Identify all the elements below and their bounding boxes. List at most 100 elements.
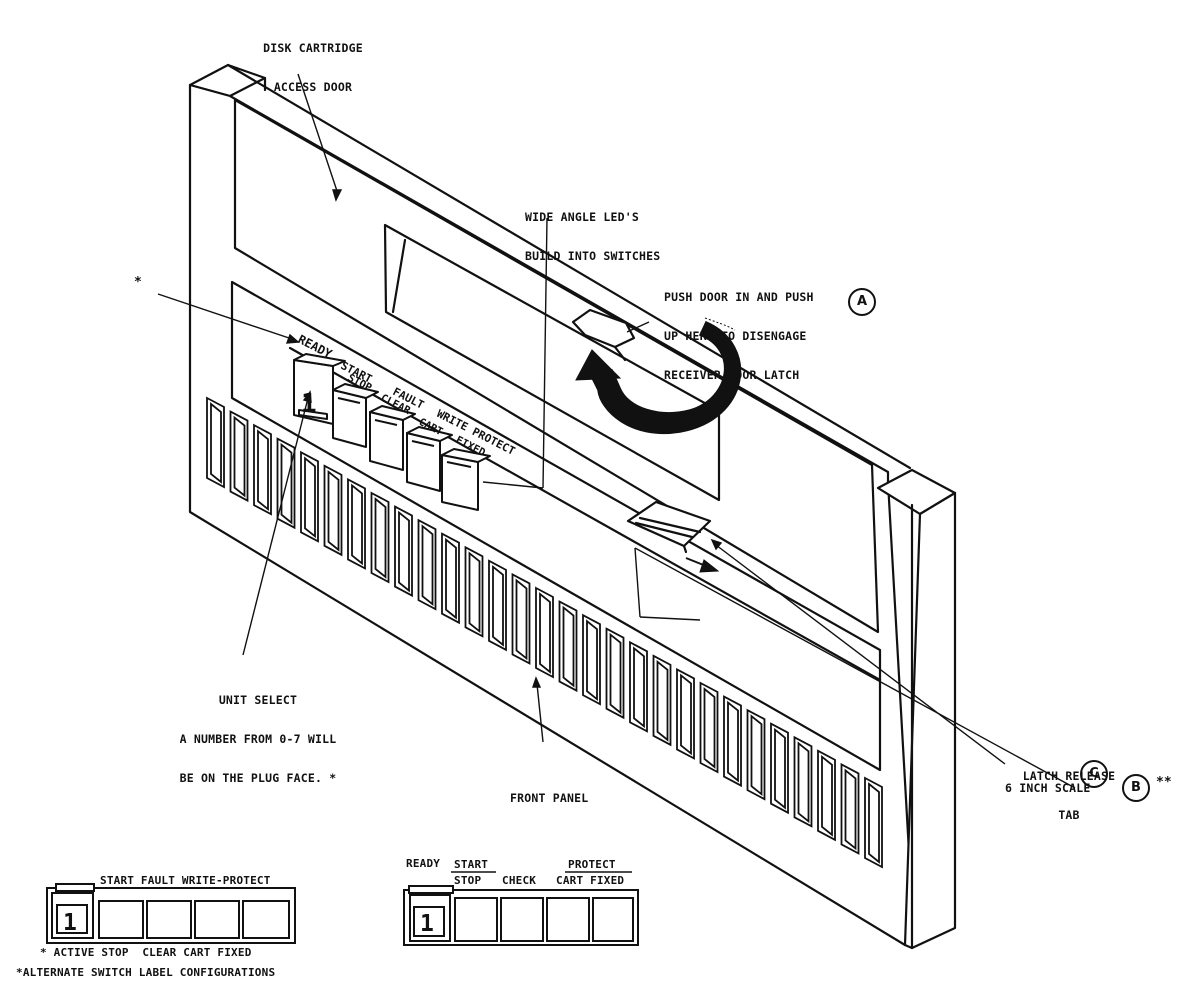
panel-switch-group: [293, 353, 491, 511]
vent-slot-inner: [210, 402, 222, 484]
vent-slot: [417, 518, 437, 611]
alt1-switch-2[interactable]: [98, 900, 144, 939]
door-line-2: ACCESS DOOR: [273, 80, 353, 94]
alt2-switch-3[interactable]: [500, 897, 544, 942]
alt2-unit-select[interactable]: [413, 906, 445, 937]
vent-slot: [323, 464, 343, 557]
vent-slot-inner: [233, 415, 246, 498]
vent-slot-inner: [633, 646, 645, 729]
switch-write-cart[interactable]: [406, 426, 453, 492]
vent-slot-inner: [868, 782, 880, 864]
label-6-inch-scale: 6 INCH SCALE: [1005, 781, 1091, 795]
front-face: [188, 83, 914, 947]
vent-slot-inner: [797, 741, 810, 824]
vent-slot-inner: [727, 700, 739, 783]
alt2-ready: READY: [406, 857, 441, 870]
vent-slot-inner: [774, 727, 786, 810]
alt1-switch-3[interactable]: [146, 900, 192, 939]
alt-config-1-panel: [46, 883, 296, 944]
vent-slot: [441, 532, 460, 625]
alt2-switch-2[interactable]: [454, 897, 498, 942]
vent-slots: [206, 396, 883, 869]
alt1-switch-4[interactable]: [194, 900, 240, 939]
push-line-1: PUSH DOOR IN AND PUSH: [664, 290, 814, 304]
label-disk-cartridge-door: DISK CARTRIDGE ACCESS DOOR: [238, 16, 388, 107]
vent-slot: [676, 667, 695, 760]
alt1-bottom-label: ACTIVE STOP CLEAR CART FIXED: [53, 946, 252, 959]
vent-slot-inner: [421, 524, 434, 607]
push-line-3: RECEIVER DOOR LATCH: [664, 368, 800, 382]
vent-slot: [253, 423, 272, 516]
alt2-stop: STOP: [454, 874, 482, 887]
latch-line-2: TAB: [1058, 808, 1080, 822]
vent-slot: [793, 735, 813, 828]
leader-lines: [157, 73, 1076, 789]
push-line-2: UP HERE TO DISENGAGE: [664, 329, 807, 343]
alt1-unit-select[interactable]: [56, 904, 88, 934]
vent-slot: [629, 640, 648, 733]
label-push-door: PUSH DOOR IN AND PUSH UP HERE TO DISENGA…: [664, 265, 814, 395]
label-unit-select: UNIT SELECT A NUMBER FROM 0-7 WILL BE ON…: [168, 668, 348, 798]
vent-slot: [864, 776, 883, 869]
marker-a: A: [848, 288, 876, 316]
leds-line-2: BUILD INTO SWITCHES: [525, 249, 661, 263]
vent-slot-inner: [374, 497, 387, 579]
label-front-panel: FRONT PANEL: [510, 791, 589, 805]
vent-slot: [840, 762, 860, 855]
door-latch: [571, 308, 636, 349]
unit-asterisk: *: [329, 771, 337, 785]
vent-slot-inner: [327, 469, 340, 552]
vent-slot: [699, 681, 719, 774]
alt1-unit-number: 1: [63, 910, 77, 936]
vent-slot: [746, 708, 766, 801]
vent-slot-inner: [515, 578, 528, 661]
alt1-switch-5[interactable]: [242, 900, 290, 939]
vent-slot-inner: [609, 632, 622, 715]
vent-slot-inner: [680, 673, 692, 756]
vent-slot: [347, 477, 366, 570]
vent-slot-inner: [257, 429, 269, 512]
vent-slot-inner: [445, 537, 457, 620]
switch-start-stop[interactable]: [332, 383, 379, 448]
double-asterisk: **: [1156, 775, 1172, 790]
unit-line-1: UNIT SELECT: [218, 693, 298, 707]
vent-slot-inner: [750, 714, 763, 797]
footnote-text: ALTERNATE SWITCH LABEL CONFIGURATIONS: [22, 966, 276, 979]
vent-slot: [394, 505, 413, 598]
footnote-asterisk: *: [16, 966, 23, 979]
vent-slot: [370, 491, 390, 584]
vent-slot-inner: [280, 442, 293, 525]
vent-slot: [652, 654, 672, 747]
alt2-switch-5[interactable]: [592, 897, 634, 942]
alt2-switch-4[interactable]: [546, 897, 590, 942]
vent-slot: [276, 437, 296, 530]
alt2-protect: PROTECT: [568, 858, 616, 871]
vent-slot: [605, 627, 625, 720]
alt2-cart-fixed: CART FIXED: [556, 874, 625, 887]
switch-fault-clear[interactable]: [369, 405, 416, 471]
push-up-arrow: [575, 317, 742, 435]
door-line-1: DISK CARTRIDGE: [263, 41, 363, 55]
vent-slot-inner: [703, 687, 716, 769]
door-window: [383, 223, 721, 502]
alt1-top-label: START FAULT WRITE-PROTECT: [100, 874, 271, 887]
vent-slot-inner: [304, 456, 316, 539]
vent-slot-inner: [398, 510, 410, 593]
vent-slot-inner: [492, 564, 504, 647]
slide-arrow: [685, 557, 720, 573]
alt1-asterisk: *: [40, 946, 47, 959]
vent-slot-inner: [468, 551, 481, 634]
vent-slot: [206, 396, 225, 489]
vent-slot: [229, 410, 249, 503]
vent-slot: [817, 749, 836, 842]
alt1-bottom-row: * ACTIVE STOP CLEAR CART FIXED: [40, 946, 252, 959]
unit-line-2: A NUMBER FROM 0-7 WILL: [179, 732, 337, 746]
marker-c: C: [1080, 760, 1108, 788]
vent-slot: [488, 559, 507, 652]
vent-slot-inner: [562, 605, 575, 688]
marker-b: B: [1122, 774, 1150, 802]
switch-protect-fixed[interactable]: [441, 448, 491, 511]
vent-slot: [770, 722, 789, 815]
